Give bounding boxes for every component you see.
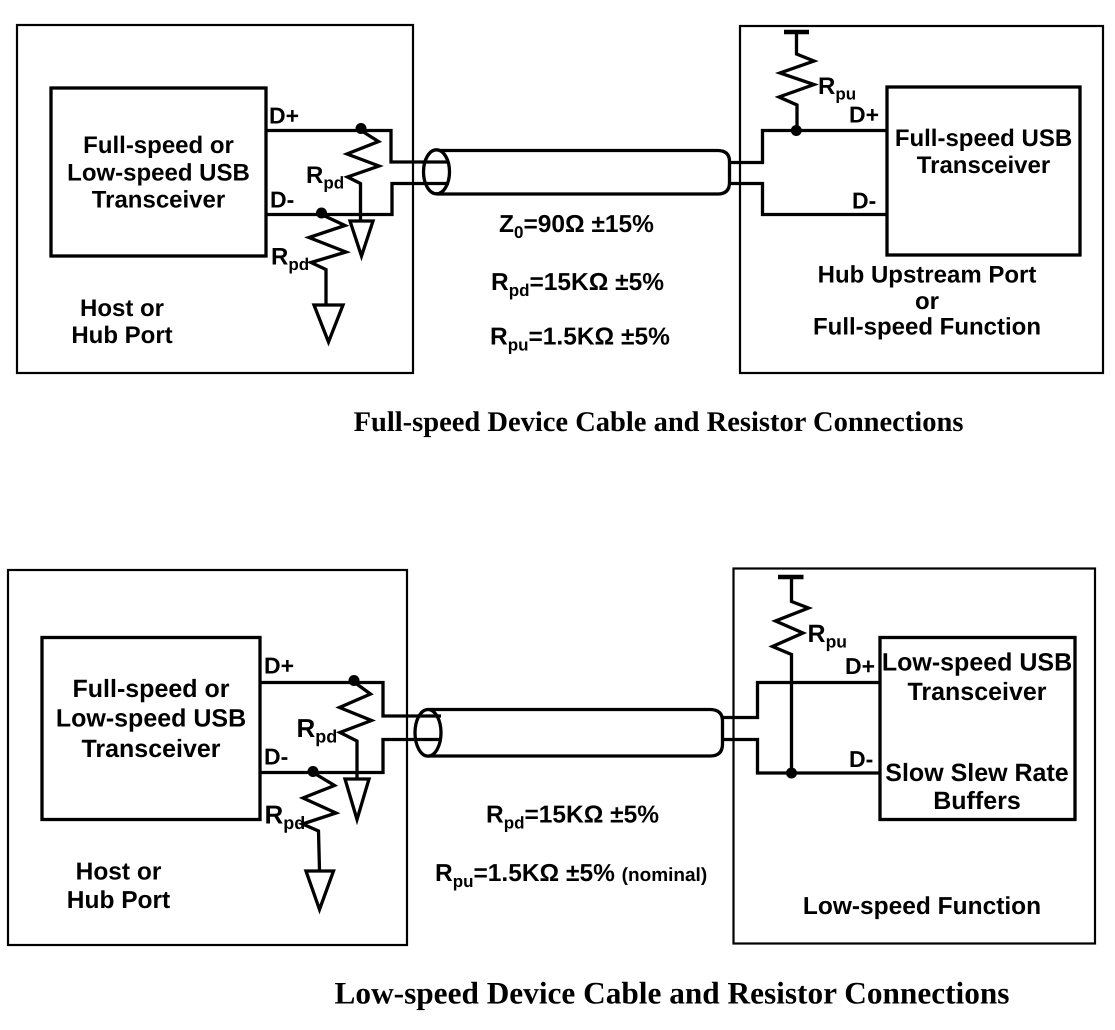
svg-text:D-: D- — [264, 744, 288, 770]
svg-text:Rpu=1.5KΩ ±5% (nominal): Rpu=1.5KΩ ±5% (nominal) — [435, 860, 707, 891]
svg-text:Transceiver: Transceiver — [908, 678, 1047, 706]
svg-text:Slow Slew Rate: Slow Slew Rate — [885, 759, 1068, 787]
svg-text:Rpd=15KΩ ±5%: Rpd=15KΩ ±5% — [491, 269, 664, 300]
svg-text:Rpd=15KΩ ±5%: Rpd=15KΩ ±5% — [486, 802, 659, 833]
svg-text:Transceiver: Transceiver — [917, 152, 1050, 179]
svg-text:or: or — [915, 288, 939, 315]
svg-text:D+: D+ — [849, 102, 879, 128]
svg-text:Rpu: Rpu — [808, 620, 847, 652]
svg-text:D-: D- — [852, 188, 876, 214]
svg-text:Hub Port: Hub Port — [67, 887, 170, 914]
svg-text:Full-speed USB: Full-speed USB — [895, 125, 1072, 152]
svg-text:Hub Upstream Port: Hub Upstream Port — [818, 262, 1037, 289]
svg-text:Low-speed USB: Low-speed USB — [882, 649, 1072, 677]
svg-text:D+: D+ — [845, 653, 875, 679]
svg-text:Low-speed USB: Low-speed USB — [67, 160, 250, 187]
svg-text:Hub Port: Hub Port — [71, 322, 172, 349]
svg-text:D-: D- — [849, 746, 873, 772]
svg-text:Transceiver: Transceiver — [82, 735, 221, 763]
svg-text:Buffers: Buffers — [933, 787, 1021, 815]
svg-text:Rpd: Rpd — [306, 162, 344, 193]
svg-text:Z0=90Ω ±15%: Z0=90Ω ±15% — [499, 211, 654, 242]
svg-text:Low-speed Function: Low-speed Function — [803, 893, 1041, 920]
svg-text:Rpd: Rpd — [271, 244, 309, 275]
svg-text:Low-speed USB: Low-speed USB — [56, 705, 246, 733]
svg-text:Full-speed Function: Full-speed Function — [813, 314, 1041, 341]
svg-text:Rpd: Rpd — [297, 713, 338, 747]
svg-text:Transceiver: Transceiver — [92, 187, 225, 214]
svg-text:Rpu: Rpu — [818, 73, 856, 104]
svg-text:D-: D- — [270, 187, 294, 213]
svg-text:D+: D+ — [264, 653, 294, 679]
svg-text:Rpu=1.5KΩ ±5%: Rpu=1.5KΩ ±5% — [490, 324, 670, 355]
svg-text:Low-speed Device Cable and Res: Low-speed Device Cable and Resistor Conn… — [335, 976, 1010, 1011]
svg-text:D+: D+ — [269, 103, 299, 129]
svg-text:Full-speed or: Full-speed or — [83, 132, 234, 159]
svg-text:Full-speed Device Cable and Re: Full-speed Device Cable and Resistor Con… — [354, 407, 964, 438]
svg-text:Host or: Host or — [76, 859, 162, 886]
svg-text:Rpd: Rpd — [265, 800, 306, 834]
svg-text:Host or: Host or — [80, 295, 164, 322]
svg-text:Full-speed or: Full-speed or — [73, 675, 230, 703]
